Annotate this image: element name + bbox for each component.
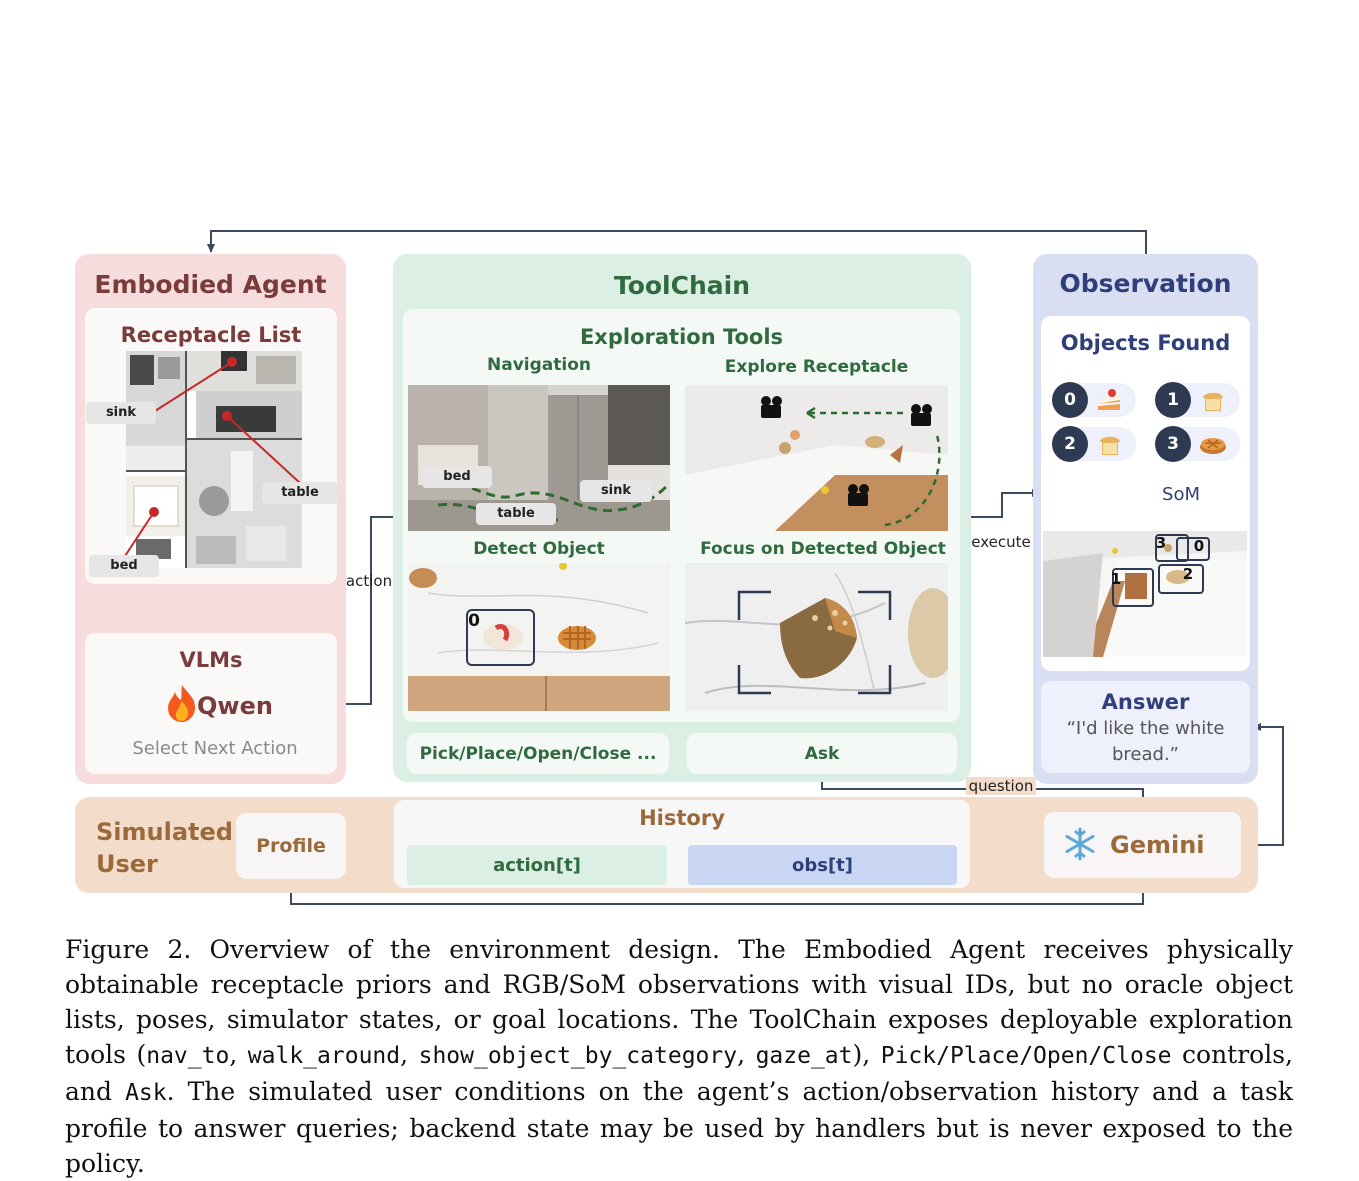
nav-tag-table: table [476, 503, 556, 525]
qwen-label: Qwen [197, 692, 273, 720]
caption-text: Figure 2. Overview of the environment de… [65, 935, 1293, 1069]
receptacle-tag-table: table [262, 482, 338, 504]
nav-tag-bed: bed [422, 466, 492, 488]
som-box-1 [1112, 568, 1154, 607]
object-badge-2: 2 [1052, 426, 1088, 462]
caption-text: ), [852, 1040, 881, 1069]
question-arrow-label: question [966, 777, 1036, 795]
toolchain-title: ToolChain [613, 271, 751, 300]
caption-code: Pick/Place/Open/Close [880, 1043, 1172, 1069]
ask-label: Ask [804, 744, 840, 764]
caption-code: show_object_by_category [418, 1043, 738, 1069]
execute-arrow-label: execute [971, 533, 1031, 551]
som-id-3: 3 [1155, 534, 1167, 552]
nav-tag-sink: sink [580, 480, 652, 502]
feedback-arrow [207, 230, 1147, 254]
caption-text: , [229, 1040, 248, 1069]
profile-label: Profile [256, 835, 326, 857]
object-badge-1: 1 [1155, 382, 1191, 418]
answer-box [1041, 681, 1250, 773]
floor-plan-image [126, 351, 302, 568]
receptacle-tag-bed: bed [89, 555, 159, 577]
action-arrow [338, 513, 405, 705]
history-action-label: action[t] [493, 855, 581, 876]
object-badge-3: 3 [1155, 426, 1191, 462]
detect-object-title: Detect Object [473, 539, 605, 559]
ask-box [687, 733, 957, 774]
vlms-box [85, 633, 337, 774]
cake-icon [1096, 386, 1122, 414]
caption-text: controls, and [65, 1040, 1293, 1106]
focus-object-title: Focus on Detected Object [700, 539, 946, 559]
execute-arrow [962, 489, 1041, 518]
receptacle-list-title: Receptacle List [120, 323, 302, 347]
caption-text: . The simulated user conditions on the a… [65, 1077, 1293, 1178]
som-id-2: 2 [1182, 565, 1194, 583]
pick-place-label: Pick/Place/Open/Close ... [419, 744, 657, 764]
figure-caption: Figure 2. Overview of the environment de… [65, 932, 1293, 1181]
objects-found-title: Objects Found [1060, 331, 1231, 355]
pie-icon [1199, 432, 1227, 456]
vlms-title: VLMs [179, 648, 243, 672]
caption-text: , [737, 1040, 756, 1069]
explore-receptacle-title: Explore Receptacle [724, 357, 909, 377]
caption-code: gaze_at [755, 1043, 853, 1069]
simulated-user-title: Simulated User [96, 818, 233, 878]
exploration-tools-title: Exploration Tools [579, 325, 784, 349]
snowflake-icon [1062, 826, 1098, 862]
som-box-0 [1176, 537, 1210, 561]
profile-box [236, 813, 346, 879]
caption-code: Ask [125, 1080, 167, 1106]
flame-icon [165, 683, 199, 723]
action-arrow-label: action [345, 572, 393, 590]
som-box-2 [1158, 564, 1204, 594]
detect-object-image [408, 563, 670, 711]
gemini-to-answer-arrow [1242, 723, 1284, 846]
caption-text: , [400, 1040, 419, 1069]
som-label: SoM [1162, 484, 1200, 505]
som-id-1: 1 [1110, 570, 1122, 588]
pick-place-box [407, 733, 669, 774]
bread-icon [1199, 386, 1227, 414]
detect-bbox [466, 609, 535, 666]
explore-receptacle-image [685, 385, 948, 531]
gemini-label: Gemini [1110, 831, 1205, 859]
detect-bbox-id: 0 [468, 611, 480, 631]
receptacle-tag-sink: sink [86, 402, 156, 424]
answer-title: Answer [1101, 690, 1190, 714]
som-box-3 [1155, 534, 1189, 562]
caption-code: walk_around [247, 1043, 401, 1069]
embodied-agent-title: Embodied Agent [94, 270, 327, 299]
caption-code: nav_to [146, 1043, 230, 1069]
som-image [1043, 531, 1247, 657]
navigation-title: Navigation [487, 355, 591, 375]
history-title: History [639, 806, 725, 830]
bread-icon [1096, 430, 1124, 458]
history-obs-label: obs[t] [791, 855, 854, 876]
object-badge-0: 0 [1052, 382, 1088, 418]
receptacle-leader-lines [124, 361, 301, 557]
history-action-chip [407, 845, 667, 885]
focus-object-image [685, 563, 948, 711]
history-obs-chip [688, 845, 957, 885]
som-id-0: 0 [1193, 537, 1205, 555]
focus-frame-corners [737, 590, 892, 695]
select-next-action-label: Select Next Action [132, 738, 298, 759]
answer-text: “I'd like the white bread.” [1066, 718, 1225, 765]
observation-title: Observation [1059, 269, 1232, 298]
